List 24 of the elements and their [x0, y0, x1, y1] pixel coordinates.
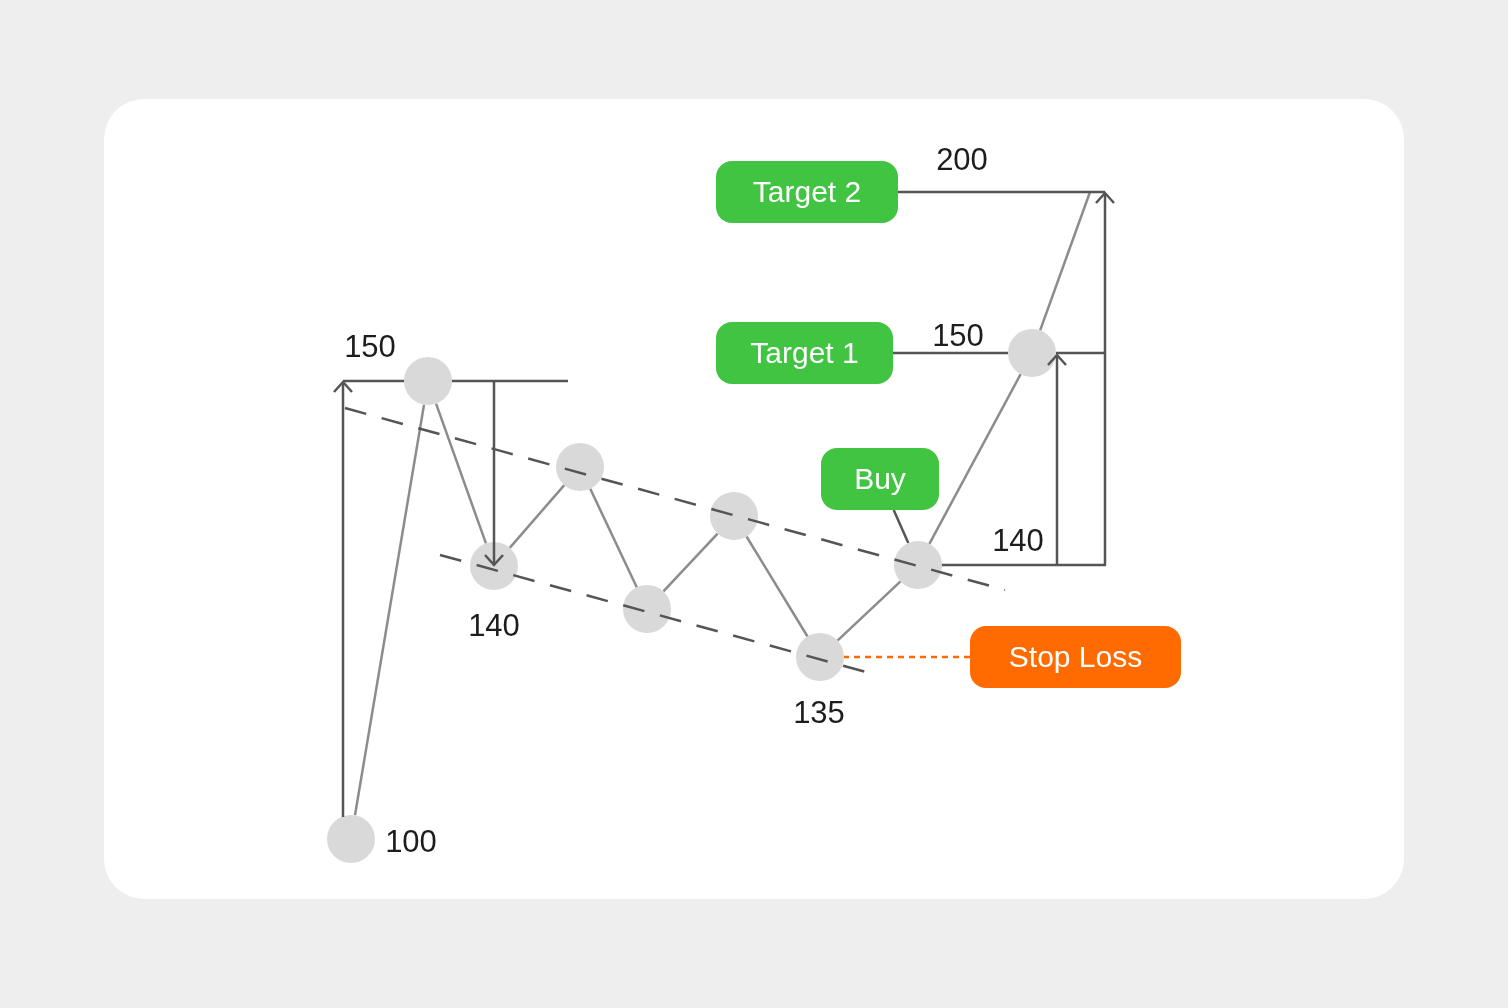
price-line — [508, 484, 566, 549]
price-value: 150 — [344, 330, 396, 362]
price-value: 140 — [468, 609, 520, 641]
signal-tag: Buy — [821, 448, 939, 510]
price-level-value: 200 — [936, 143, 988, 175]
price-level-value: 140 — [992, 524, 1044, 556]
price-line — [836, 580, 902, 642]
leader-line — [898, 190, 1105, 194]
price-line — [589, 488, 638, 588]
price-line — [928, 373, 1022, 545]
price-line — [662, 532, 719, 593]
leader-line — [844, 655, 970, 659]
price-line — [745, 535, 809, 638]
signal-tag: Stop Loss — [970, 626, 1181, 688]
price-value: 135 — [793, 696, 845, 728]
price-level-value: 150 — [932, 319, 984, 351]
leader-line — [893, 351, 1008, 355]
price-line — [434, 403, 488, 544]
signal-tag: Target 2 — [716, 161, 898, 223]
signal-tag: Target 1 — [716, 322, 893, 384]
price-line — [353, 404, 426, 816]
price-line — [1038, 191, 1092, 331]
price-value: 100 — [385, 825, 437, 857]
leader-line — [892, 509, 910, 544]
